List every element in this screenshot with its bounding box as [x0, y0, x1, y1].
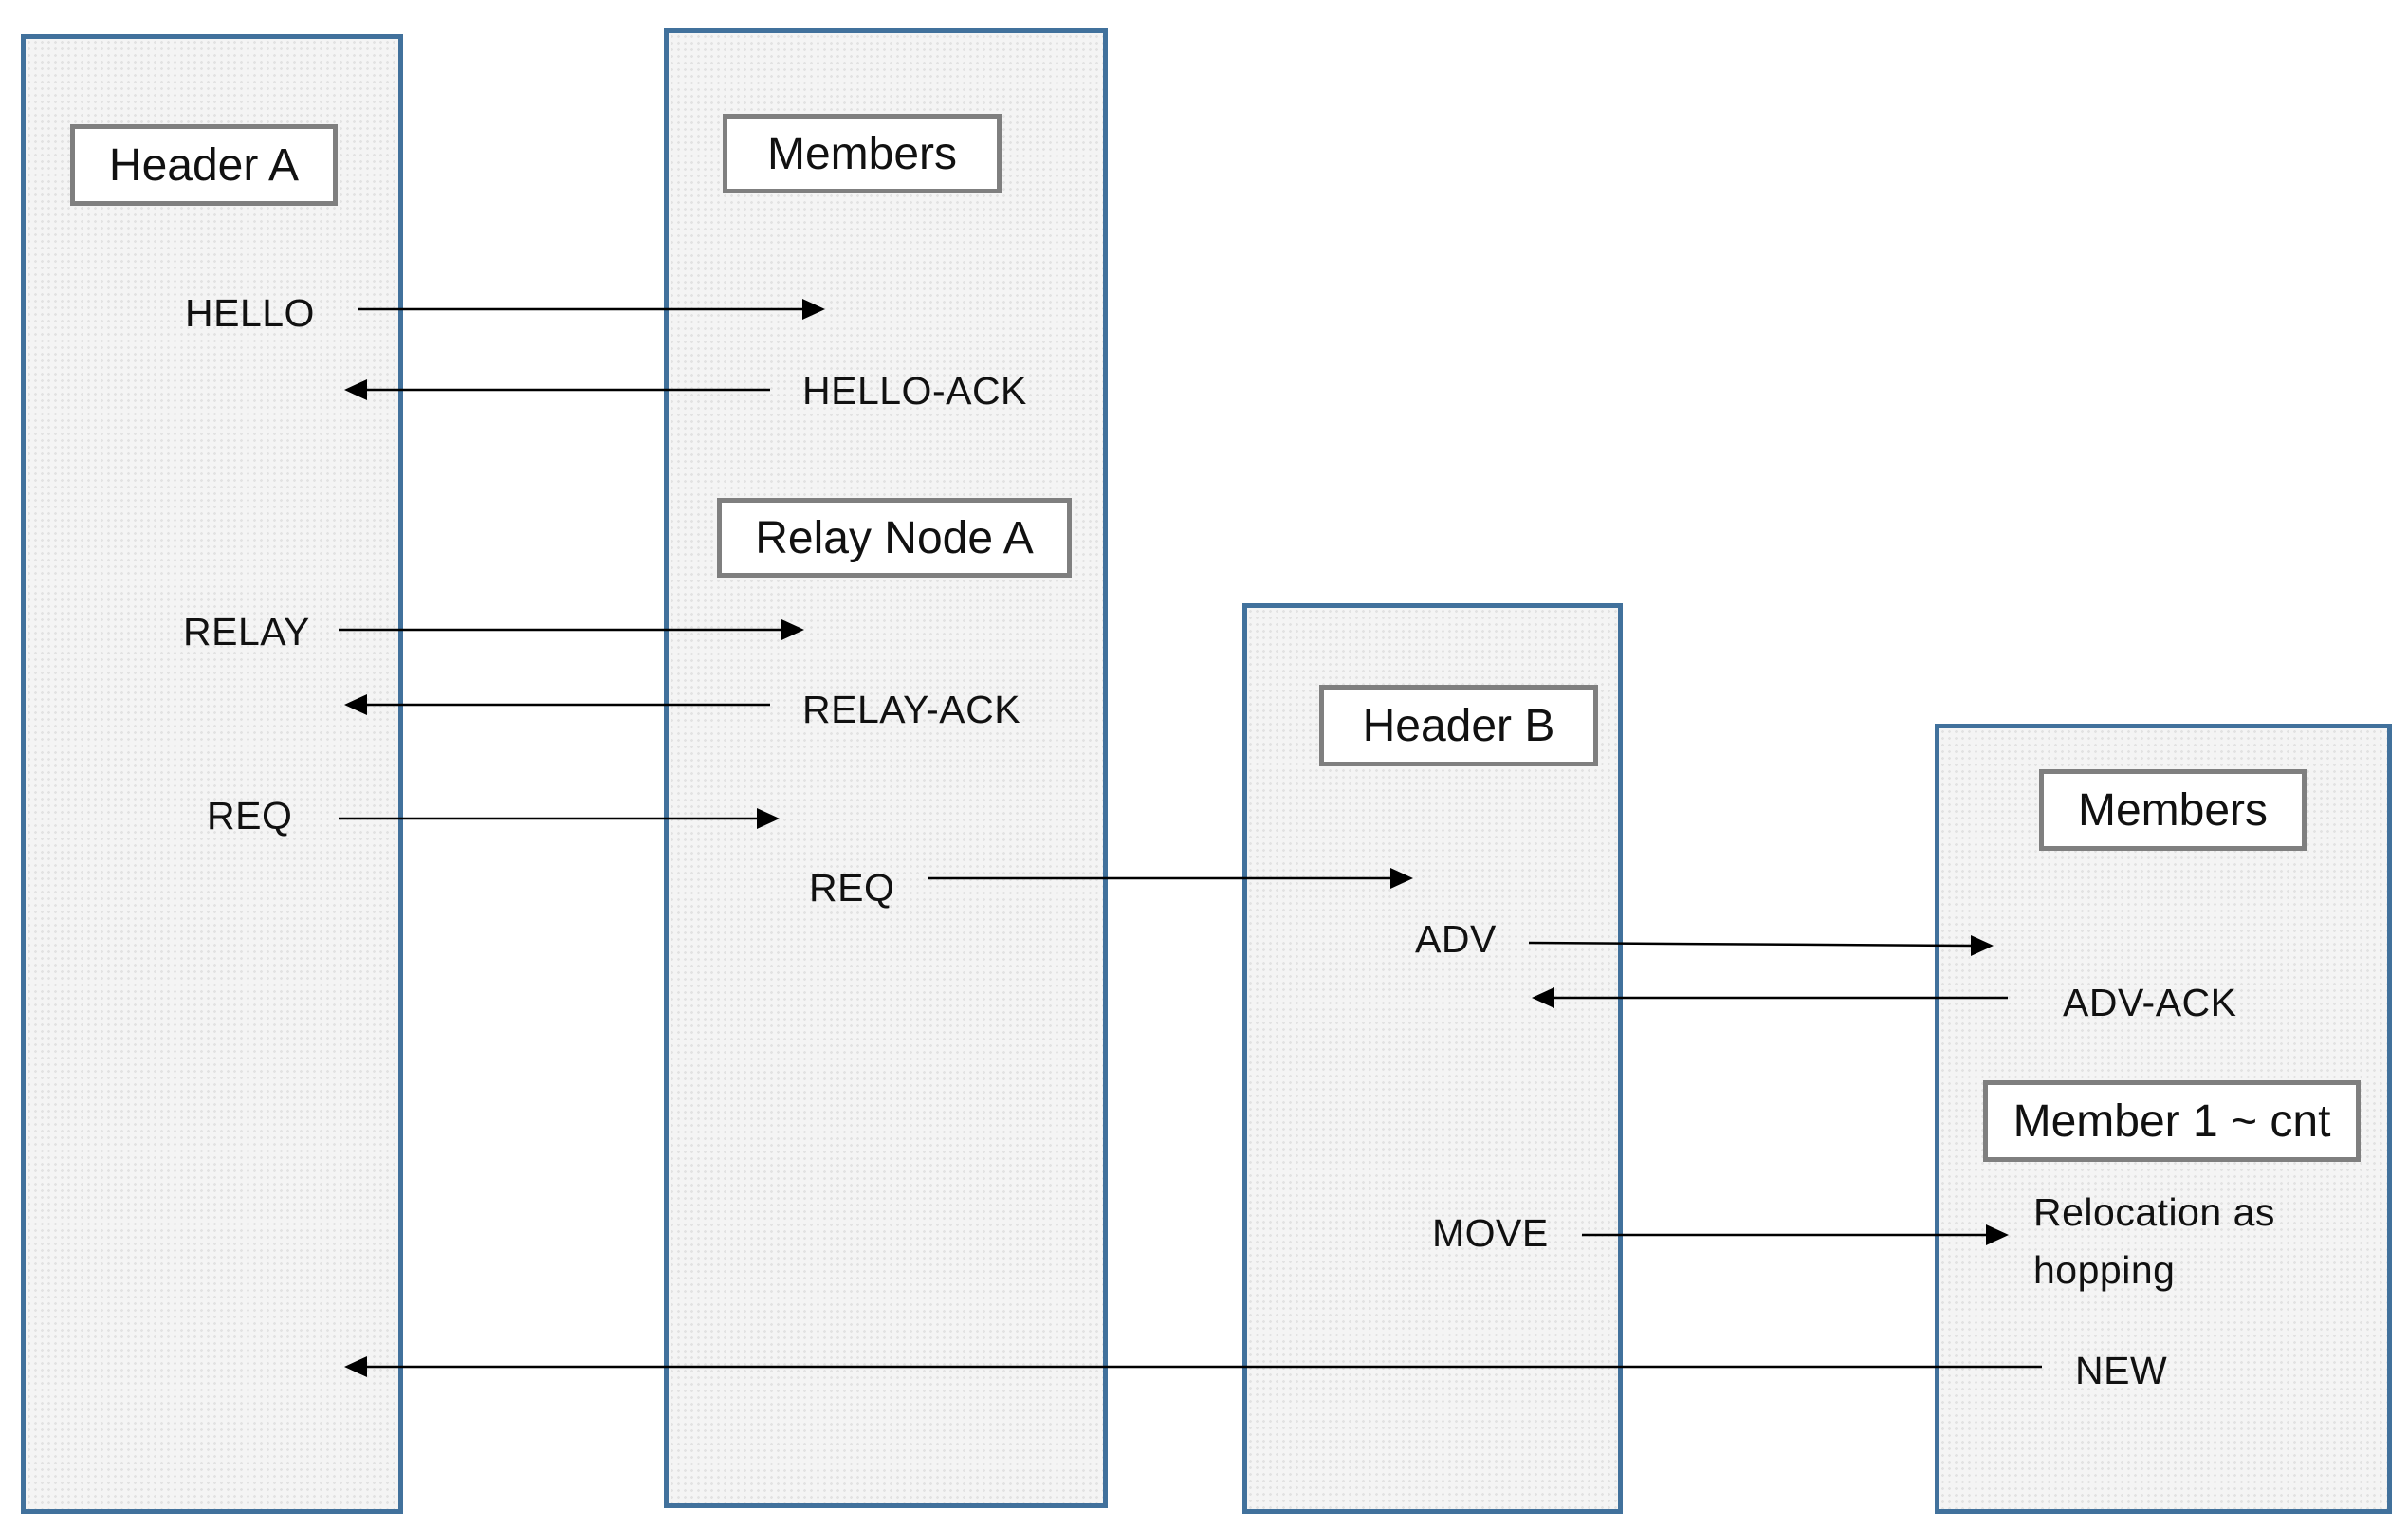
adv-ack-arrowhead: [1532, 987, 1554, 1008]
members-a-title: Members: [723, 114, 1002, 193]
hello-ack-arrowhead: [344, 379, 367, 400]
move-arrowhead: [1986, 1224, 2009, 1245]
member-range-title: Member 1 ~ cnt: [1983, 1080, 2361, 1162]
hello-label: HELLO: [185, 291, 315, 335]
lane-members-a: [664, 28, 1108, 1508]
members-b-title: Members: [2039, 769, 2307, 851]
relay-node-a-title: Relay Node A: [717, 498, 1072, 578]
relay-label: RELAY: [183, 610, 310, 654]
req-arrowhead-relay: [1390, 868, 1413, 889]
hello-ack-label: HELLO-ACK: [802, 369, 1027, 413]
lane-header-a: [21, 34, 403, 1514]
header-a-title: Header A: [70, 124, 338, 206]
req-arrowhead-header-a: [757, 808, 780, 829]
relocation-label-line1: Relocation as: [2033, 1190, 2275, 1234]
relay-ack-arrowhead: [344, 694, 367, 715]
relocation-label-line2: hopping: [2033, 1248, 2176, 1292]
new-label: NEW: [2075, 1349, 2168, 1392]
relay-ack-label: RELAY-ACK: [802, 688, 1021, 731]
relay-arrowhead: [781, 619, 804, 640]
hello-arrowhead: [802, 299, 825, 320]
req-label-header-a: REQ: [207, 794, 293, 838]
header-b-title: Header B: [1319, 685, 1598, 766]
adv-label: ADV: [1415, 917, 1497, 961]
new-arrowhead: [344, 1356, 367, 1377]
req-label-relay: REQ: [809, 866, 895, 910]
adv-arrowhead: [1971, 935, 1994, 956]
lane-header-b: [1242, 603, 1623, 1514]
adv-ack-label: ADV-ACK: [2063, 981, 2237, 1024]
move-label: MOVE: [1432, 1211, 1549, 1255]
